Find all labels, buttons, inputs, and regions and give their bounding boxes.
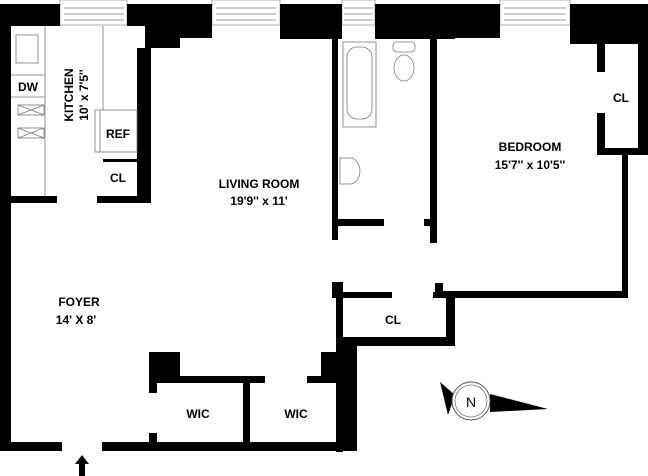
bedroom-size: 15'7'' x 10'5'' [495,158,566,172]
kitchen-closet-label: CL [110,171,126,185]
kitchen-size: 10' x 7'5'' [77,69,91,121]
wic-2-label: WIC [284,407,308,421]
stove-burner-icon [17,104,45,116]
wic-1-label: WIC [186,407,210,421]
refrigerator-label: REF [106,127,130,141]
foyer-name: FOYER [58,295,100,309]
bedroom-closet-label: CL [613,91,629,105]
living-room-size: 19'9'' x 11' [230,194,288,208]
toilet-icon [393,54,415,82]
compass-north-label: N [466,394,476,410]
entry-arrow-icon [75,455,89,476]
kitchen-fixtures [11,26,138,196]
bath-sink-icon [339,157,361,185]
kitchen-name: KITCHEN [62,68,76,121]
walls [0,4,648,452]
hall-closet-label: CL [385,313,401,327]
stove-burner-icon [17,127,45,139]
bathtub-icon [342,41,377,128]
compass-icon: N [440,381,548,421]
kitchen-sink-icon [15,34,39,64]
refrigerator-icon [94,109,138,153]
foyer-size: 14' X 8' [56,313,97,327]
bedroom-name: BEDROOM [499,140,562,154]
living-room-name: LIVING ROOM [219,177,300,191]
dishwasher-label: DW [18,80,39,94]
bath-fixtures [339,41,416,185]
